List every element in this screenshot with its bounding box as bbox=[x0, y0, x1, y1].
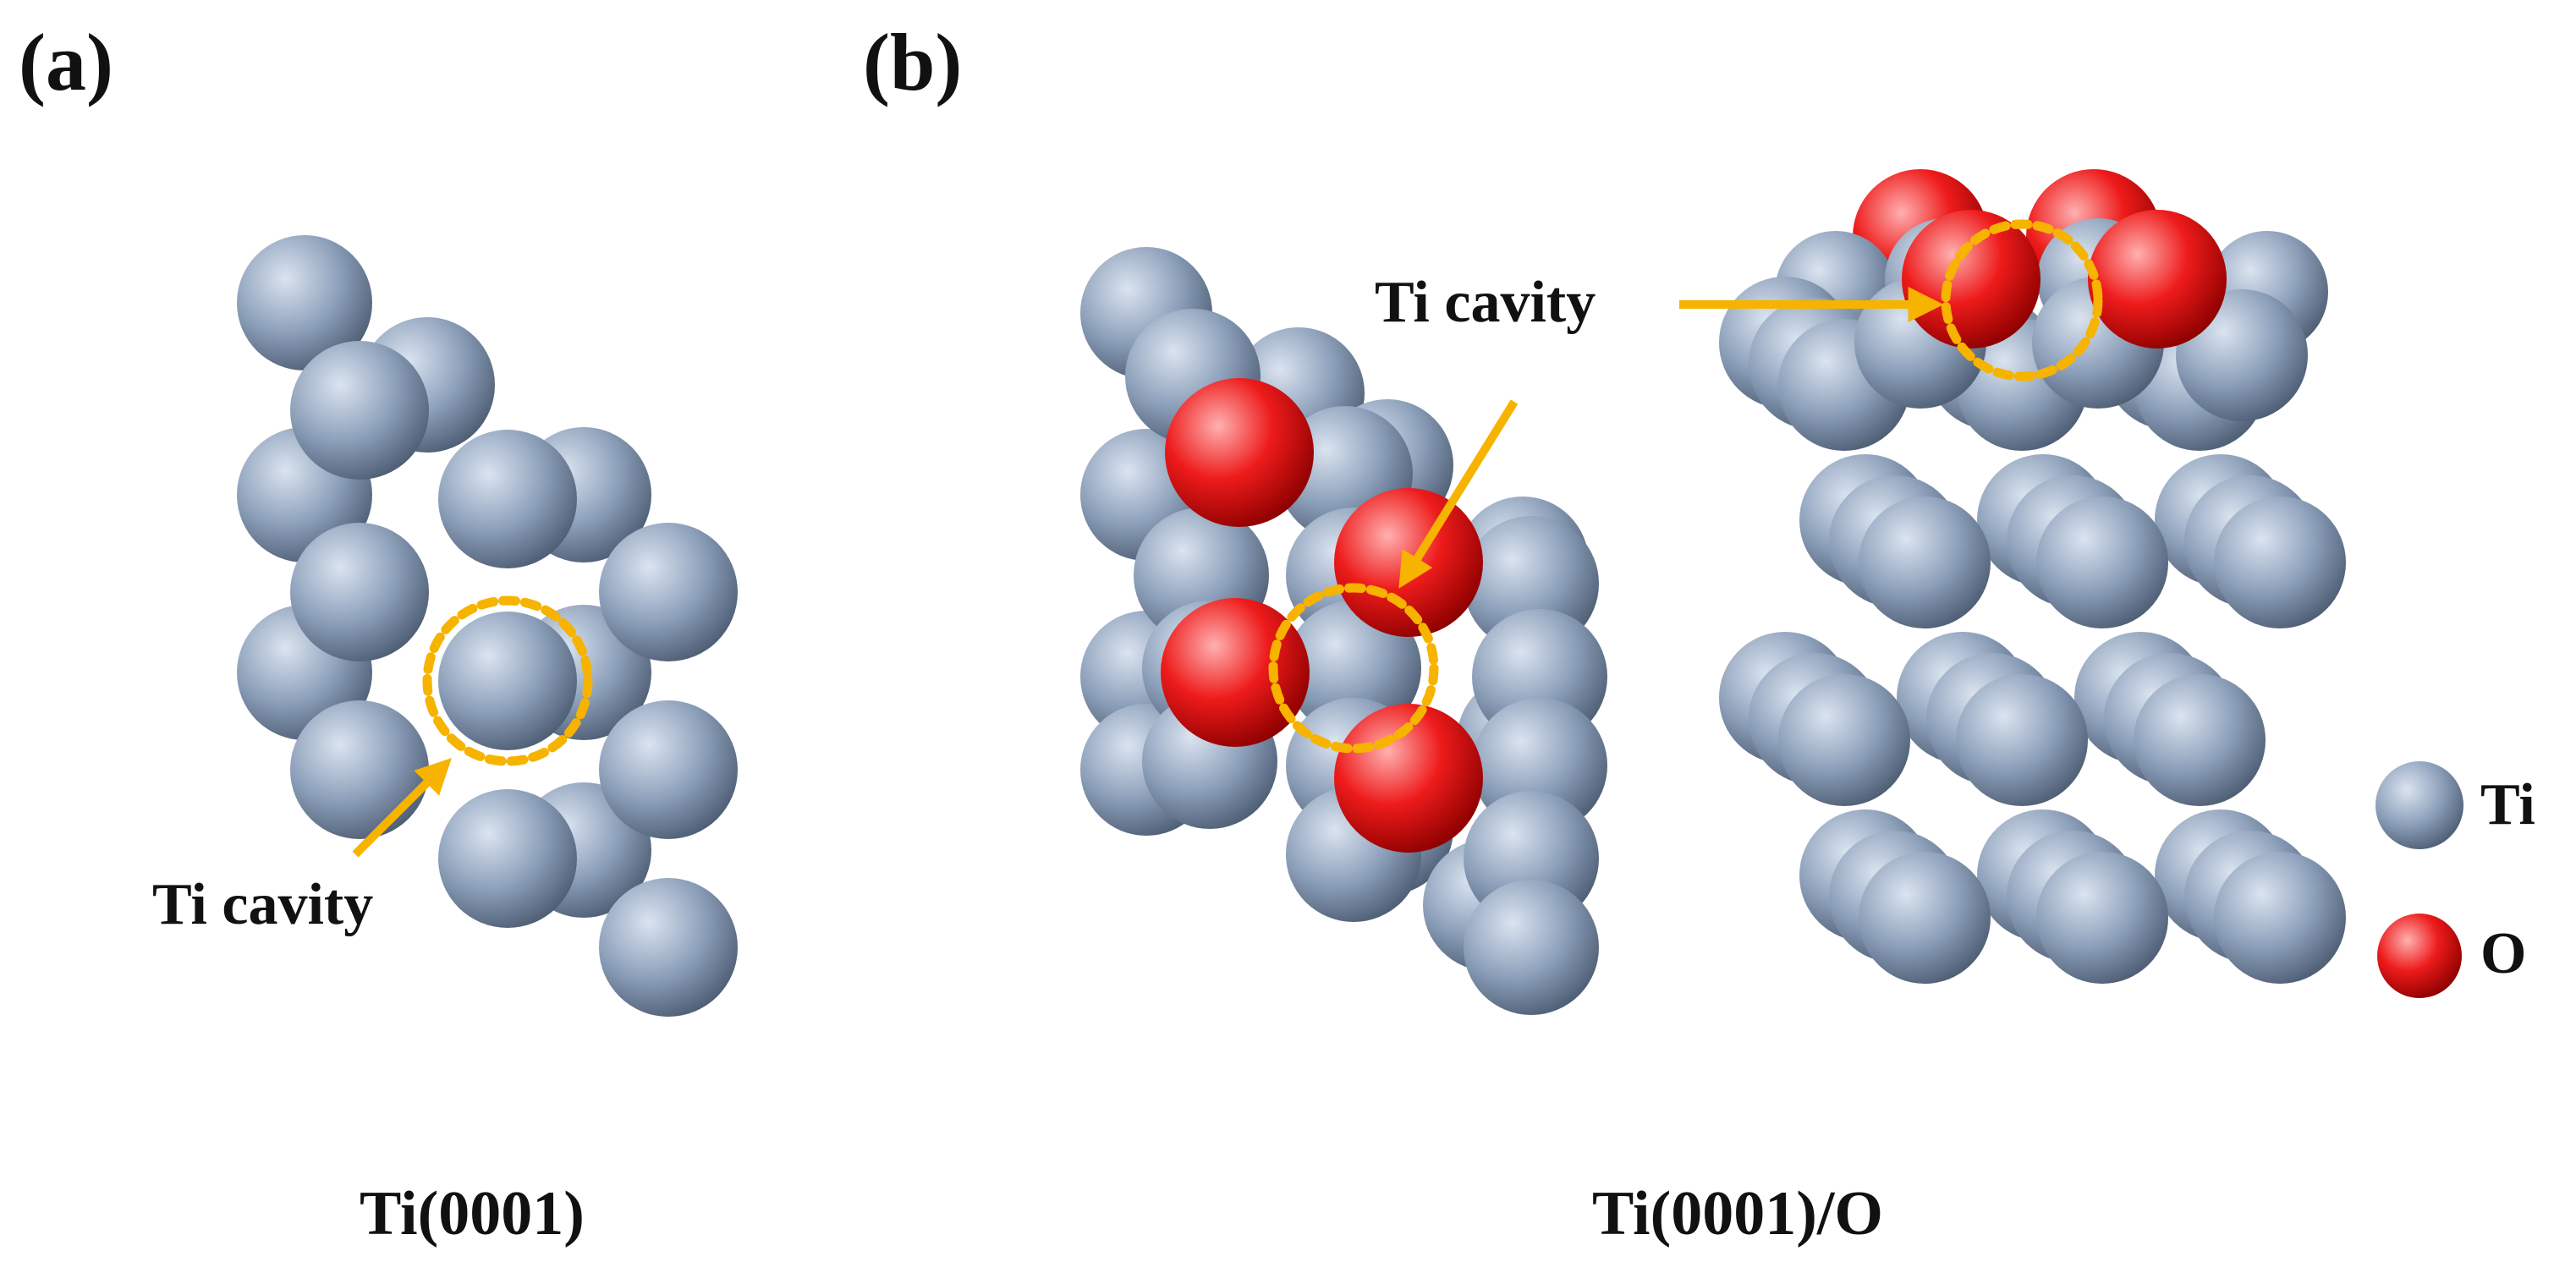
legend-ti-label: Ti bbox=[2480, 772, 2535, 837]
ti-atom bbox=[1778, 674, 1910, 806]
ti-atom bbox=[2036, 497, 2168, 628]
ti-atom bbox=[438, 789, 577, 928]
ti-atom bbox=[438, 612, 577, 750]
panel-b-side-view bbox=[1719, 169, 2346, 984]
o-atom bbox=[1161, 598, 1310, 747]
ti-atom bbox=[290, 700, 429, 839]
o-atom bbox=[1165, 378, 1314, 527]
panel-a-label: (a) bbox=[19, 17, 113, 107]
ti-atom bbox=[2214, 852, 2346, 984]
ti-atom bbox=[2134, 674, 2266, 806]
cavity-ring-b-side bbox=[1941, 219, 2103, 381]
ti-atom bbox=[237, 235, 372, 370]
ti-atom bbox=[290, 341, 429, 480]
ti-atom bbox=[1464, 880, 1599, 1015]
ti-atom bbox=[2036, 852, 2168, 984]
legend-symbols bbox=[2376, 761, 2463, 998]
arrow-a-cavity bbox=[352, 758, 452, 858]
o-atom bbox=[1334, 704, 1483, 853]
panel-b-cavity-annotation: Ti cavity bbox=[1375, 270, 1596, 335]
ti-atom bbox=[1859, 497, 1991, 628]
o-atom bbox=[1902, 210, 2040, 348]
cavity-rings bbox=[422, 219, 2103, 766]
ti-atom bbox=[2214, 497, 2346, 628]
ti-atom bbox=[290, 523, 429, 661]
arrow-b-top-cavity bbox=[1398, 399, 1519, 589]
annotation-arrows bbox=[352, 287, 1944, 858]
ti-atom bbox=[599, 700, 738, 839]
legend-o-label: O bbox=[2480, 921, 2527, 986]
o-atom bbox=[2088, 210, 2227, 348]
legend-ti-icon bbox=[2376, 761, 2463, 849]
panel-a-title: Ti(0001) bbox=[360, 1179, 585, 1248]
cavity-ring-b-top bbox=[1268, 583, 1439, 754]
panel-b-label: (b) bbox=[863, 17, 963, 107]
panel-b-title: Ti(0001)/O bbox=[1592, 1179, 1883, 1248]
ti-atom bbox=[1859, 852, 1991, 984]
cavity-ring-a bbox=[422, 595, 593, 766]
ti-atom bbox=[599, 523, 738, 661]
legend-o-icon bbox=[2377, 914, 2462, 998]
panel-a-ti0001-slab bbox=[237, 235, 738, 1017]
ti-atom bbox=[1286, 601, 1421, 736]
panel-b-top-view bbox=[1080, 247, 1607, 1015]
panel-a-cavity-annotation: Ti cavity bbox=[152, 872, 374, 937]
ti-atom bbox=[438, 430, 577, 568]
ti-atom bbox=[1956, 674, 2088, 806]
ti-atom bbox=[599, 878, 738, 1017]
